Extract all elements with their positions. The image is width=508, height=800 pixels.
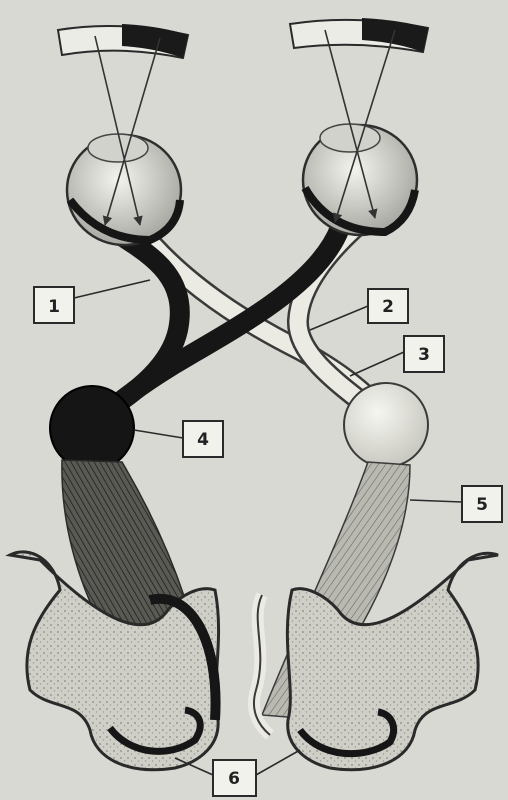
- label-1: 1: [34, 287, 74, 323]
- right-geniculate-body: [344, 383, 428, 467]
- label-5: 5: [462, 486, 502, 522]
- svg-text:1: 1: [48, 297, 60, 317]
- left-visual-field: [58, 24, 188, 58]
- label-3: 3: [404, 336, 444, 372]
- svg-text:3: 3: [418, 345, 430, 365]
- svg-text:5: 5: [476, 495, 488, 515]
- svg-text:4: 4: [197, 430, 209, 450]
- left-eyeball: [67, 134, 181, 245]
- left-geniculate-body: [50, 386, 134, 470]
- right-visual-field: [290, 18, 428, 52]
- label-6: 6: [213, 760, 256, 796]
- svg-text:6: 6: [228, 769, 240, 789]
- svg-text:2: 2: [382, 297, 394, 317]
- label-2: 2: [368, 289, 408, 323]
- label-4: 4: [183, 421, 223, 457]
